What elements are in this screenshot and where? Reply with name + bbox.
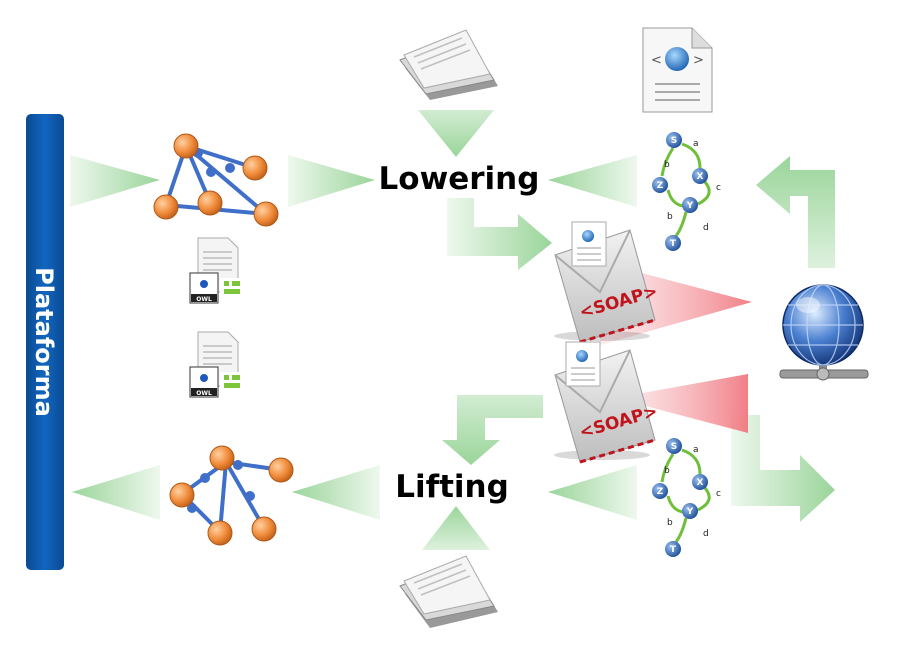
svg-text:>: > [693, 53, 704, 68]
svg-text:Z: Z [657, 181, 664, 191]
arrow-feedback-up [756, 156, 835, 268]
arrow-to-platform-bottom [72, 465, 160, 520]
svg-text:d: d [703, 223, 709, 233]
lowering-label: Lowering [379, 161, 540, 197]
automaton-top: S Z X Y T a b c b d [652, 132, 721, 251]
arrow-doc-up-to-lifting [422, 506, 490, 550]
document-stack-icon-top [399, 29, 498, 100]
arrow-automaton-to-lowering [548, 155, 637, 207]
soap-envelope-request: <SOAP> [554, 221, 660, 344]
svg-text:b: b [664, 466, 670, 476]
web-service-globe-icon [779, 284, 869, 381]
rdf-graph-bottom [169, 445, 294, 546]
svg-text:X: X [697, 172, 704, 182]
owl-ontology-icon-1: OWL [189, 237, 244, 304]
svg-text:d: d [703, 529, 709, 539]
rdf-graph-top [153, 133, 279, 227]
svg-text:c: c [716, 183, 721, 193]
svg-text:Y: Y [686, 201, 694, 211]
svg-text:b: b [664, 160, 670, 170]
svg-text:b: b [667, 518, 673, 528]
svg-text:X: X [697, 478, 704, 488]
svg-text:OWL: OWL [196, 390, 212, 397]
beam-response [615, 374, 748, 433]
svg-text:OWL: OWL [196, 296, 212, 303]
svg-text:T: T [670, 239, 677, 249]
svg-text:a: a [693, 445, 699, 455]
soap-envelope-response: <SOAP> [554, 341, 660, 464]
svg-text:Z: Z [657, 487, 664, 497]
arrow-lifting-to-graph [292, 465, 380, 520]
lifting-label: Lifting [395, 469, 509, 505]
svg-text:<: < [651, 53, 662, 68]
owl-ontology-icon-2: OWL [189, 331, 244, 398]
arrow-automaton-to-lifting [548, 465, 637, 520]
arrow-soap-to-lifting [442, 395, 543, 465]
svg-text:Y: Y [686, 507, 694, 517]
svg-text:c: c [716, 489, 721, 499]
svg-text:b: b [667, 212, 673, 222]
document-stack-icon-bottom [399, 555, 498, 628]
arrow-doc-down-to-lowering [418, 110, 494, 157]
svg-text:a: a [693, 139, 699, 149]
platform-bar: Plataforma [26, 114, 64, 570]
arrow-to-platform-top [70, 155, 160, 207]
svg-text:S: S [671, 442, 677, 452]
svg-text:T: T [670, 545, 677, 555]
arrow-service-out [731, 415, 835, 522]
platform-label: Plataforma [30, 267, 58, 417]
arrow-lowering-to-soap [447, 198, 552, 270]
automaton-bottom: S Z X Y T a b c b d [652, 438, 721, 557]
svg-text:S: S [671, 136, 677, 146]
arrow-graph-to-lowering [288, 155, 375, 207]
wsdl-document-icon: < > [642, 27, 713, 113]
